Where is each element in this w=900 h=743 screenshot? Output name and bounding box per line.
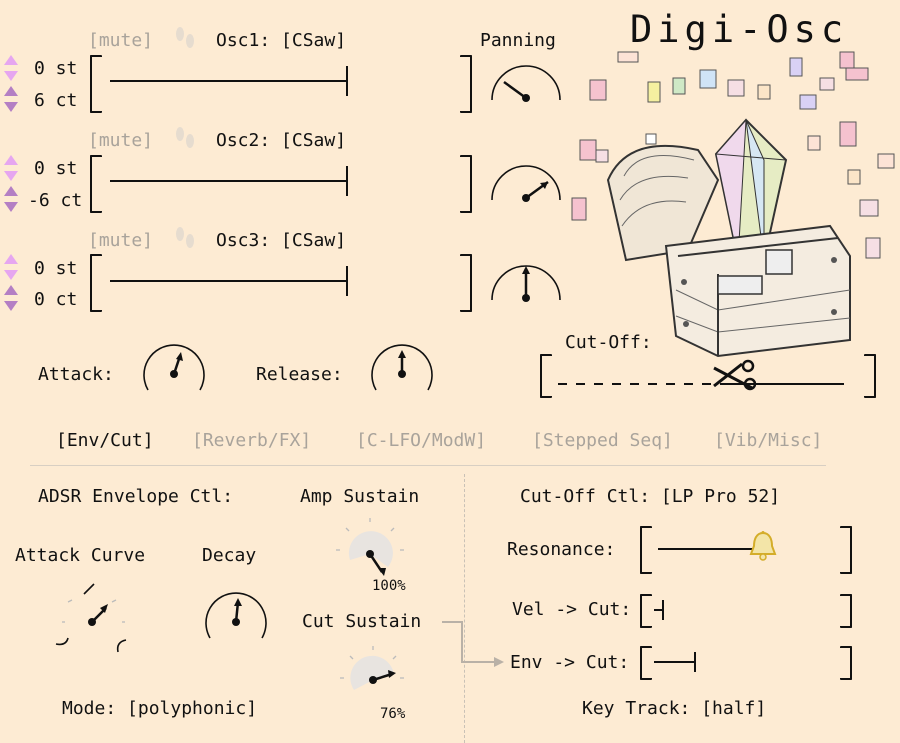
- scissors-icon[interactable]: [712, 358, 756, 392]
- osc3-waveform-select[interactable]: Osc3: [CSaw]: [216, 230, 347, 251]
- osc2-pan-knob[interactable]: [488, 160, 564, 204]
- tab-env-cut[interactable]: [Env/Cut]: [56, 430, 154, 451]
- osc2-cents: -6 ct: [28, 190, 83, 211]
- resonance-label: Resonance:: [507, 539, 616, 560]
- tab-vib-misc[interactable]: [Vib/Misc]: [714, 430, 823, 451]
- osc1-level-slider[interactable]: [110, 80, 348, 82]
- cutoff-slider[interactable]: [556, 360, 846, 392]
- key-track-select[interactable]: Key Track: [half]: [582, 698, 767, 719]
- osc2-semitones: 0 st: [34, 158, 78, 179]
- treasure-chest-logo-icon: [571, 51, 895, 358]
- cut-sustain-knob[interactable]: [338, 644, 408, 704]
- footprints-icon: [176, 27, 194, 48]
- cutoff-label: Cut-Off:: [565, 332, 652, 353]
- tab-divider: [30, 465, 826, 466]
- vel-cut-right-bracket: [840, 594, 852, 628]
- routing-arrow-icon: [442, 621, 504, 667]
- osc3-semitones: 0 st: [34, 258, 78, 279]
- osc2-semitone-stepper-icon[interactable]: [4, 155, 18, 181]
- osc2-slider-handle[interactable]: [346, 166, 348, 196]
- osc1-mute-button[interactable]: [mute]: [88, 30, 154, 51]
- cutoff-slider-right-bracket: [864, 354, 876, 398]
- resonance-slider[interactable]: [658, 548, 754, 550]
- panning-label: Panning: [480, 30, 556, 51]
- env-cut-label: Env -> Cut:: [510, 652, 630, 673]
- osc1-semitone-stepper-icon[interactable]: [4, 55, 18, 81]
- app-title: Digi-Osc: [630, 8, 849, 51]
- vel-cut-label: Vel -> Cut:: [512, 599, 632, 620]
- env-cut-slider-handle[interactable]: [694, 652, 696, 672]
- cut-sustain-label: Cut Sustain: [302, 611, 422, 632]
- amp-sustain-knob[interactable]: [332, 516, 408, 582]
- osc2-level-slider[interactable]: [110, 180, 348, 182]
- vel-cut-left-bracket: [640, 594, 652, 628]
- osc1-waveform-select[interactable]: Osc1: [CSaw]: [216, 30, 347, 51]
- osc3-pan-knob[interactable]: [488, 260, 564, 304]
- cutoff-ctl-title[interactable]: Cut-Off Ctl: [LP Pro 52]: [520, 486, 781, 507]
- attack-label: Attack:: [38, 364, 114, 385]
- osc3-slider-left-bracket: [90, 254, 102, 312]
- footprints-icon: [176, 127, 194, 148]
- osc3-cents: 0 ct: [34, 289, 78, 310]
- footprints-icon: [176, 227, 194, 248]
- vel-cut-slider-handle[interactable]: [662, 600, 664, 620]
- osc3-slider-handle[interactable]: [346, 266, 348, 296]
- amp-sustain-value: 100%: [372, 578, 406, 594]
- env-cut-left-bracket: [640, 646, 652, 680]
- attack-knob[interactable]: [134, 336, 214, 396]
- osc1-slider-left-bracket: [90, 55, 102, 113]
- osc3-level-slider[interactable]: [110, 280, 348, 282]
- osc2-cent-stepper-icon[interactable]: [4, 186, 18, 212]
- tab-reverb-fx[interactable]: [Reverb/FX]: [192, 430, 312, 451]
- resonance-right-bracket: [840, 526, 852, 574]
- bell-icon[interactable]: [748, 530, 778, 562]
- osc1-cents: 6 ct: [34, 90, 78, 111]
- osc2-slider-left-bracket: [90, 155, 102, 213]
- attack-curve-knob[interactable]: [50, 580, 140, 660]
- osc3-mute-button[interactable]: [mute]: [88, 230, 154, 251]
- osc1-slider-handle[interactable]: [346, 66, 348, 96]
- osc2-slider-right-bracket: [460, 155, 472, 213]
- release-label: Release:: [256, 364, 343, 385]
- cut-sustain-value: 76%: [380, 706, 406, 722]
- voice-mode-select[interactable]: Mode: [polyphonic]: [62, 698, 258, 719]
- osc1-slider-right-bracket: [460, 55, 472, 113]
- decay-label: Decay: [202, 545, 257, 566]
- osc3-cent-stepper-icon[interactable]: [4, 285, 18, 311]
- decay-knob[interactable]: [196, 584, 276, 644]
- osc3-slider-right-bracket: [460, 254, 472, 312]
- osc2-mute-button[interactable]: [mute]: [88, 130, 154, 151]
- panel-divider: [464, 474, 465, 743]
- amp-sustain-label: Amp Sustain: [300, 486, 420, 507]
- osc2-waveform-select[interactable]: Osc2: [CSaw]: [216, 130, 347, 151]
- osc1-pan-knob[interactable]: [488, 60, 564, 104]
- vel-cut-slider[interactable]: [654, 609, 664, 611]
- osc3-semitone-stepper-icon[interactable]: [4, 254, 18, 280]
- tab-c-lfo-modw[interactable]: [C-LFO/ModW]: [356, 430, 487, 451]
- env-cut-right-bracket: [840, 646, 852, 680]
- attack-curve-label: Attack Curve: [15, 545, 146, 566]
- osc1-cent-stepper-icon[interactable]: [4, 86, 18, 112]
- cutoff-slider-left-bracket: [540, 354, 552, 398]
- adsr-title: ADSR Envelope Ctl:: [38, 486, 234, 507]
- release-knob[interactable]: [362, 336, 442, 396]
- tab-stepped-seq[interactable]: [Stepped Seq]: [532, 430, 673, 451]
- env-cut-slider[interactable]: [654, 661, 696, 663]
- resonance-left-bracket: [640, 526, 652, 574]
- osc1-semitones: 0 st: [34, 58, 78, 79]
